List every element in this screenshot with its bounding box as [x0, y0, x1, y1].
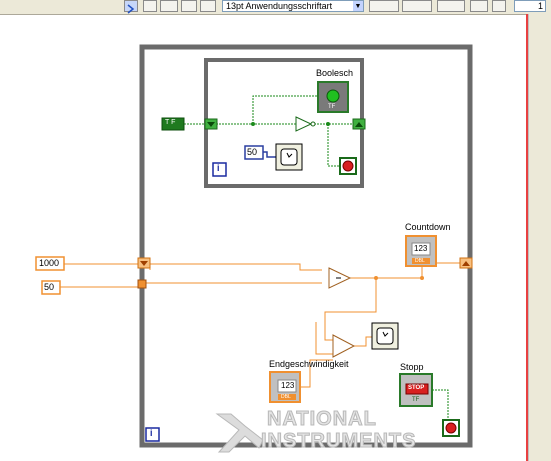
countdown-label: Countdown [405, 222, 451, 232]
font-selector-value: 13pt Anwendungsschriftart [226, 1, 333, 11]
chevron-up-icon [462, 261, 470, 266]
dbl-wire [58, 282, 322, 288]
ni-watermark: NATIONAL INSTRUMENTS [215, 408, 425, 458]
ni-eagle-icon [215, 413, 264, 453]
boolesch-tf-tag: TF [328, 104, 336, 110]
stopp-label: Stopp [400, 362, 424, 372]
chevron-down-icon [207, 122, 215, 127]
stop-button-text: STOP [408, 385, 425, 391]
dbl-tag [278, 394, 296, 400]
stop-button-icon [405, 383, 429, 395]
constant-1000-label: 1000 [39, 258, 60, 268]
reorder-button[interactable] [437, 0, 465, 12]
run-arrow-icon [127, 4, 135, 14]
chevron-down-icon [140, 261, 148, 266]
clock-hand [382, 331, 389, 337]
add-function[interactable] [332, 334, 356, 358]
window-border [526, 14, 528, 461]
dbl-wire [296, 359, 333, 388]
ni-logo-line2: INSTRUMENTS [260, 430, 417, 453]
led-icon [326, 89, 340, 103]
speed-value: 123 [281, 381, 295, 390]
dbl-tag [412, 258, 430, 264]
chevron-down-icon: ▼ [353, 1, 363, 11]
vertical-scrollbar[interactable] [528, 14, 551, 461]
constant-50-label: 50 [44, 282, 55, 292]
countdown-tag: DBL [415, 258, 425, 264]
bool-wire [327, 124, 340, 167]
stop-sign-icon [445, 422, 457, 434]
page-number-field[interactable]: 1 [514, 0, 546, 12]
font-selector[interactable]: 13pt Anwendungsschriftart ▼ [222, 0, 364, 12]
not-function[interactable] [295, 116, 313, 132]
constant-50[interactable] [41, 280, 61, 295]
step-into-button[interactable] [160, 0, 178, 12]
step-out-button[interactable] [200, 0, 216, 12]
true-constant-label: T F [165, 119, 176, 126]
inner-iteration-terminal [212, 162, 227, 177]
distribute-objects-button[interactable] [402, 0, 432, 12]
outer-iteration-label: i [150, 428, 153, 438]
wire-junction [251, 122, 255, 126]
dbl-wire [64, 263, 322, 271]
loop-tunnel [137, 279, 147, 289]
align-objects-button[interactable] [369, 0, 399, 12]
int-wire [263, 151, 276, 158]
wire-junction [420, 276, 424, 280]
countdown-value: 123 [414, 244, 428, 253]
numeric-display [411, 242, 431, 256]
dbl-wire [324, 278, 377, 341]
speed-label: Endgeschwindigkeit [269, 359, 349, 369]
step-over-button[interactable] [181, 0, 197, 12]
boolesch-indicator[interactable] [317, 81, 349, 113]
stop-sign-icon [342, 160, 354, 172]
ni-logo-line1: NATIONAL [267, 408, 377, 431]
true-constant[interactable] [161, 117, 185, 131]
wire-junction [374, 276, 378, 280]
run-arrow-button[interactable] [124, 0, 138, 14]
inner-iteration-label: i [217, 163, 220, 173]
bool-wire [252, 95, 318, 124]
speed-tag: DBL [281, 394, 291, 400]
toolbar: 13pt Anwendungsschriftart ▼ 1 [0, 0, 551, 15]
cleanup-diagram-button[interactable] [470, 0, 488, 12]
numeric-display [277, 379, 297, 393]
outer-iteration-terminal [145, 427, 160, 442]
dbl-wire [315, 322, 333, 355]
context-help-button[interactable] [492, 0, 506, 12]
boolesch-label: Boolesch [316, 68, 354, 78]
chevron-up-icon [355, 122, 363, 127]
clock-hand [286, 152, 293, 158]
wire-junction [326, 122, 330, 126]
stopp-tf-tag: TF [412, 397, 420, 403]
constant-1000[interactable] [35, 256, 65, 271]
dbl-wire [354, 336, 372, 347]
highlight-execution-button[interactable] [143, 0, 157, 12]
bool-wire [432, 389, 451, 421]
wait-constant-inner-label: 50 [247, 147, 258, 157]
outer-while-loop[interactable] [139, 44, 473, 448]
not-bubble [310, 121, 316, 127]
